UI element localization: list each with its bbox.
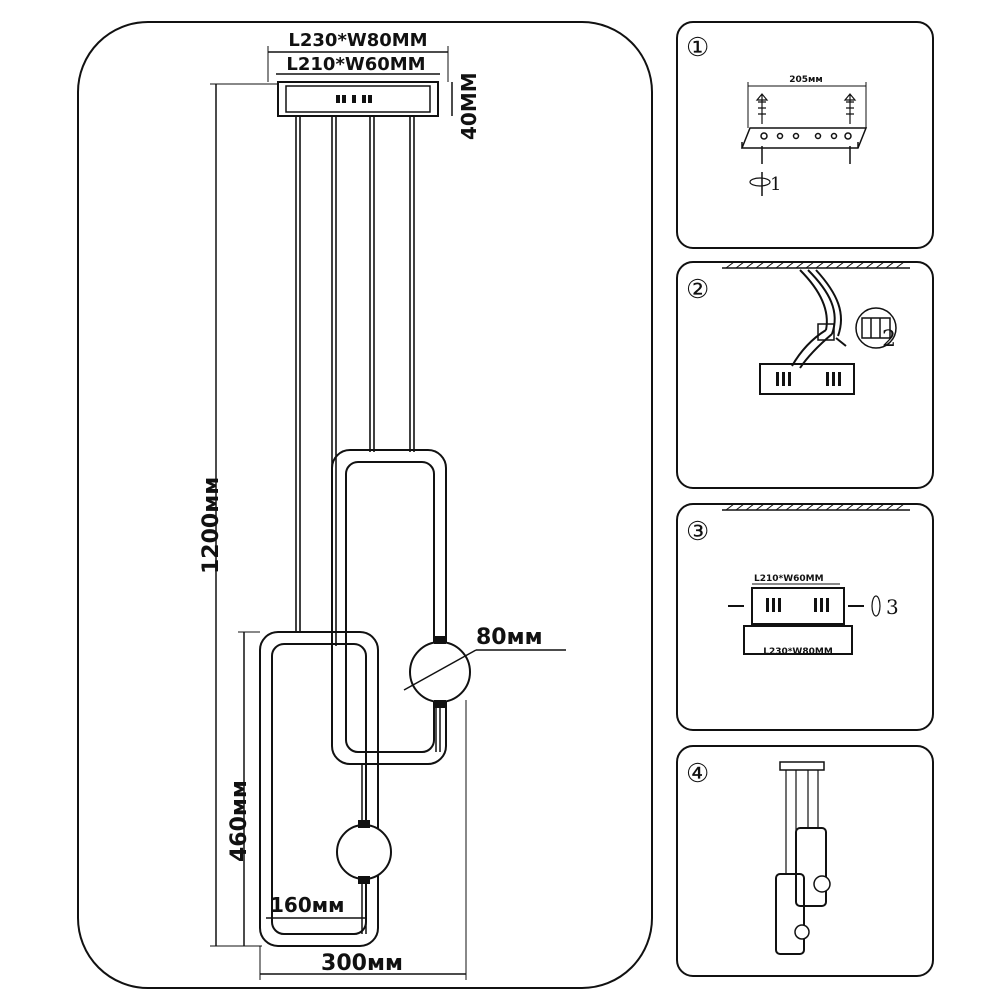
lower-globe [336,824,392,880]
lower-frame-height-label: 460мм [227,780,252,862]
step-3-inner-label: L210*W60MM [754,574,824,584]
step-1-panel: ① 205мм 1 [676,21,934,249]
wires [791,269,847,369]
rotate-arrow-icon [749,172,771,196]
terminal-block-icon [855,307,897,349]
screw-icon [761,146,851,164]
step-1-dim-label: 205мм [789,75,823,85]
mounting-bracket [740,127,868,149]
mini-upper-globe [813,875,831,893]
canopy-inner-label: L210*W60MM [286,54,425,75]
canopy-cover [743,625,853,655]
step-3-number: ③ [686,517,709,547]
upper-globe [409,641,471,703]
suspension-cables [295,116,415,646]
wire-connector [817,323,835,341]
step-4-panel: ④ [676,745,934,977]
mini-canopy [779,761,825,771]
step-4-number: ④ [686,759,709,789]
upper-frame [331,449,447,765]
step-3-outer-label: L230*W80MM [763,647,833,657]
step-1-screw-note: 1 [770,174,781,195]
driver-box [751,587,845,625]
ball-diameter-label: 80мм [476,625,543,650]
overall-width-label: 300мм [321,951,403,976]
mini-lower-frame [775,873,805,955]
mini-upper-frame [795,827,827,907]
step-2-screw-note: 2 [882,327,896,352]
mini-cables [785,770,819,880]
mini-lower-globe [794,924,810,940]
canopy [277,81,439,117]
ceiling-hatch [725,261,905,269]
rotate-arrow-icon [871,595,881,617]
step-3-screw-note: 3 [886,595,899,619]
driver-box [759,363,855,395]
main-panel-border [77,21,653,989]
frame-inner-width-label: 160мм [270,893,344,917]
step-2-number: ② [686,275,709,305]
step-3-panel: ③ L210*W60MM 3 L230*W80MM [676,503,934,731]
canopy-outer-label: L230*W80MM [288,30,427,51]
canopy-height-label: 40MM [457,72,481,140]
wall-anchor-icon [755,93,857,124]
main-panel: L230*W80MM L210*W60MM 40MM 1200мм [77,21,653,989]
ceiling-hatch [725,503,905,511]
step-1-number: ① [686,33,709,63]
step-2-panel: ② 2 [676,261,934,489]
total-height-label: 1200мм [199,477,224,574]
